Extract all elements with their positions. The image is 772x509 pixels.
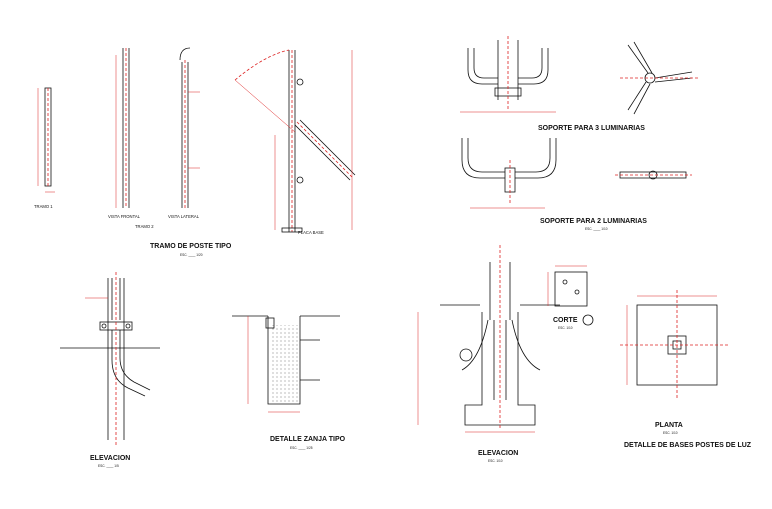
tramo-poste-labels: TRAMO 1 VISTA FRONTAL VISTA LATERAL TRAM… — [34, 204, 324, 257]
elevacion-anchor-drawing — [60, 272, 160, 445]
corte-drawing — [547, 265, 594, 326]
tramo-poste-scale: ESC. ____ 1/20 — [180, 253, 203, 257]
tramo-1-label: TRAMO 1 — [34, 204, 53, 209]
corte-scale: ESC. 1/10 — [558, 326, 573, 330]
tramo-poste-title: TRAMO DE POSTE TIPO — [150, 243, 232, 250]
planta-drawing — [620, 290, 730, 400]
vista-frontal-label: VISTA FRONTAL — [108, 214, 141, 219]
planta-scale: ESC. 1/10 — [663, 431, 678, 435]
tramo-poste-group — [37, 47, 356, 233]
soporte-3-title: SOPORTE PARA 3 LUMINARIAS — [538, 125, 645, 132]
elevacion-title: ELEVACION — [90, 455, 130, 462]
tramo-2-front-pipe — [115, 48, 130, 208]
corte-title: CORTE — [553, 317, 578, 324]
soporte-3-drawing — [460, 36, 556, 113]
zanja-title: DETALLE ZANJA TIPO — [270, 436, 346, 443]
base-elevation-drawing — [417, 245, 560, 433]
soporte-3-plan — [620, 41, 700, 115]
tramo-2-label: TRAMO 2 — [135, 224, 154, 229]
soporte-2-plan — [615, 170, 692, 180]
tramo-1-pipe — [37, 87, 55, 193]
soporte-2-drawing — [461, 138, 557, 209]
planta-title: PLANTA — [655, 422, 683, 429]
detalle-bases-title: DETALLE DE BASES POSTES DE LUZ — [624, 442, 752, 449]
base-elevation-title: ELEVACION — [478, 450, 518, 457]
elevacion-scale: ESC. ____ 1/5 — [98, 464, 119, 468]
vista-lateral-label: VISTA LATERAL — [168, 214, 200, 219]
soporte-2-title: SOPORTE PARA 2 LUMINARIAS — [540, 218, 647, 225]
base-elevation-scale: ESC. 1/10 — [488, 459, 503, 463]
zanja-drawing — [232, 315, 340, 413]
zanja-scale: ESC. ____ 1/25 — [290, 446, 313, 450]
placa-base-label: PLACA BASE — [298, 230, 324, 235]
soporte-scale: ESC. ____ 1/10 — [585, 227, 608, 231]
tramo-2-lateral-pipe — [179, 47, 200, 208]
poste-assembly — [234, 49, 356, 233]
